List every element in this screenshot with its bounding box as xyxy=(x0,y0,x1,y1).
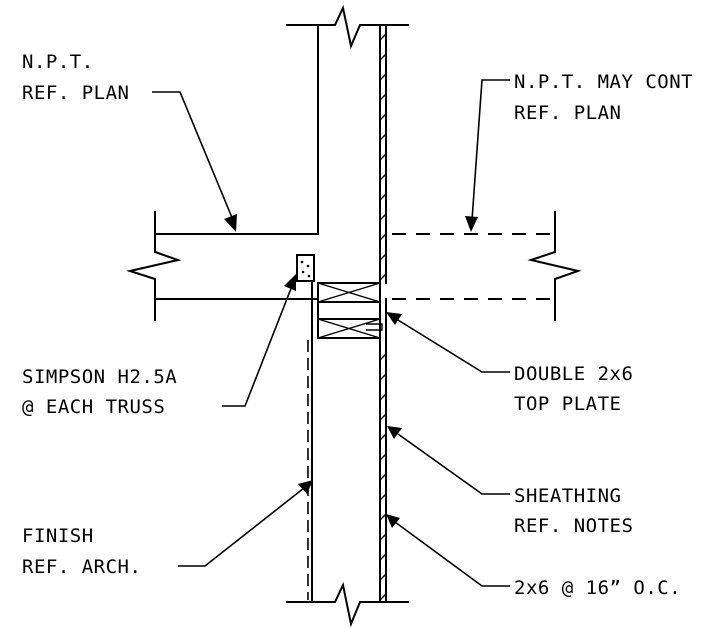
leader-top-plate xyxy=(386,312,510,373)
lower-wall xyxy=(286,282,409,628)
leader-npt-right xyxy=(465,79,510,232)
label-stud: 2x6 @ 16” O.C. xyxy=(514,577,681,599)
label-sheathing-1: SHEATHING xyxy=(514,485,621,507)
label-npt-left-1: N.P.T. xyxy=(22,51,94,73)
leader-finish xyxy=(178,480,313,567)
double-top-plate xyxy=(317,282,383,339)
leader-npt-left xyxy=(152,91,237,232)
label-npt-left-2: REF. PLAN xyxy=(22,82,129,104)
label-top-plate-1: DOUBLE 2x6 xyxy=(514,363,633,385)
label-finish-1: FINISH xyxy=(22,525,94,547)
simpson-clip xyxy=(296,254,315,282)
label-npt-right-1: N.P.T. MAY CONT xyxy=(514,71,693,93)
floor-system-right xyxy=(392,211,582,321)
upper-wall xyxy=(286,4,409,284)
label-top-plate-2: TOP PLATE xyxy=(514,393,621,415)
label-sheathing-2: REF. NOTES xyxy=(514,515,633,537)
leader-simpson xyxy=(222,274,296,407)
floor-system-left xyxy=(126,211,319,321)
label-finish-2: REF. ARCH. xyxy=(22,556,141,578)
label-simpson-2: @ EACH TRUSS xyxy=(22,396,165,418)
leader-sheathing xyxy=(387,426,510,495)
sheathing-hatch-lower xyxy=(379,353,387,601)
sheathing-hatch-upper xyxy=(379,33,387,281)
label-npt-right-2: REF. PLAN xyxy=(514,102,621,124)
label-simpson-1: SIMPSON H2.5A xyxy=(22,366,177,388)
leader-stud xyxy=(386,514,510,587)
